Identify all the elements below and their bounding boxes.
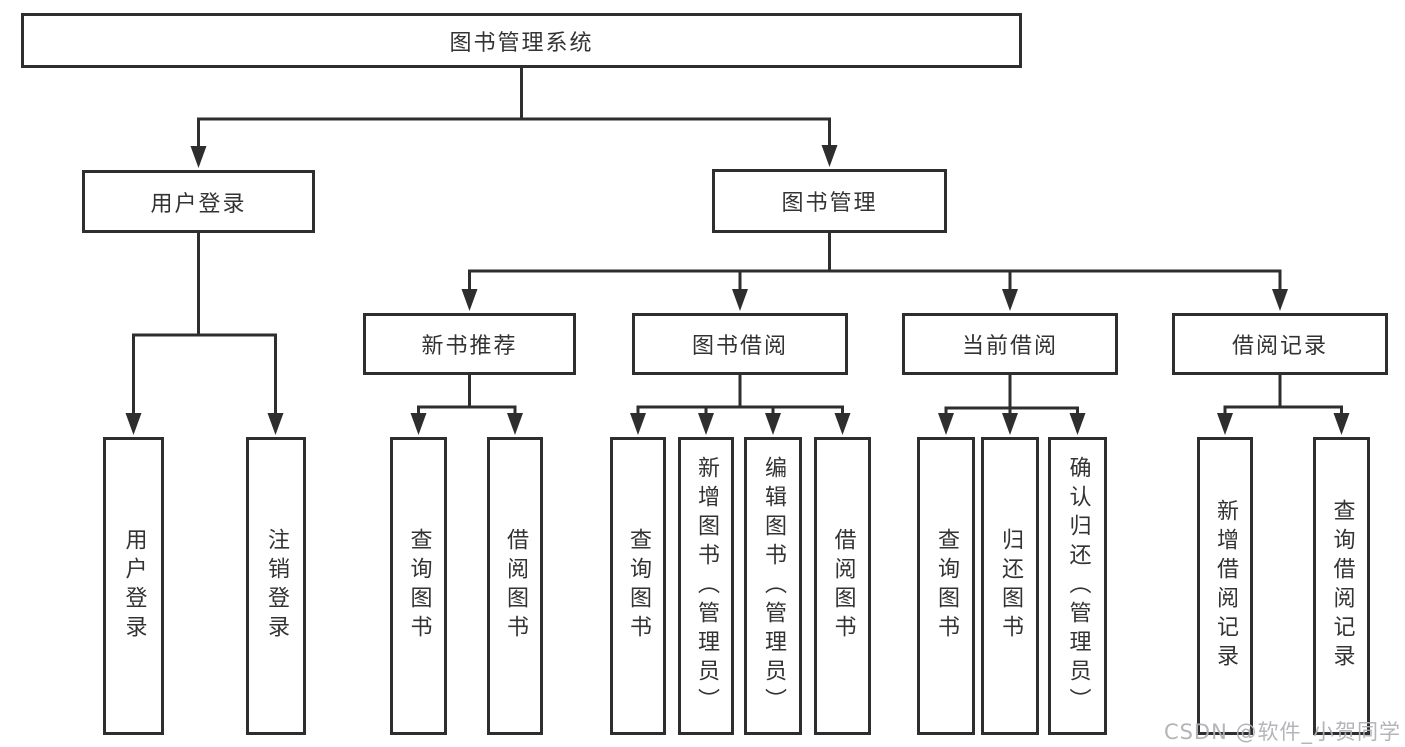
leaf-borrow-books-label: 借阅图书 xyxy=(830,528,856,644)
node-root-label: 图书管理系统 xyxy=(449,30,594,56)
leaf-edit-book-admin: 编辑图书（管理员） xyxy=(744,437,802,735)
node-user-login: 用户登录 xyxy=(82,170,315,233)
node-current-borrowing: 当前借阅 xyxy=(902,313,1118,375)
node-book-borrowing-label: 图书借阅 xyxy=(691,334,788,359)
leaf-confirm-return-admin-label: 确认归还（管理员） xyxy=(1065,455,1091,717)
node-book-management-label: 图书管理 xyxy=(781,191,878,216)
leaf-query-books-recommend: 查询图书 xyxy=(390,437,447,735)
leaf-confirm-return-admin: 确认归还（管理员） xyxy=(1048,437,1107,735)
leaf-query-books-current-label: 查询图书 xyxy=(934,528,959,644)
leaf-edit-book-admin-label: 编辑图书（管理员） xyxy=(761,455,786,717)
leaf-return-books-label: 归还图书 xyxy=(998,528,1023,644)
leaf-borrow-books-recommend-label: 借阅图书 xyxy=(503,528,528,644)
leaf-query-borrow-record-label: 查询借阅记录 xyxy=(1329,499,1355,673)
leaf-query-books-recommend-label: 查询图书 xyxy=(406,528,432,644)
node-user-login-label: 用户登录 xyxy=(150,191,247,217)
leaf-query-books-current: 查询图书 xyxy=(917,437,975,735)
leaf-borrow-books-recommend: 借阅图书 xyxy=(487,437,543,735)
leaf-return-books: 归还图书 xyxy=(981,437,1039,735)
node-new-book-recommend: 新书推荐 xyxy=(363,313,576,375)
leaf-query-books-borrowing: 查询图书 xyxy=(610,437,666,735)
node-borrowing-records: 借阅记录 xyxy=(1172,313,1388,375)
leaf-logout: 注销登录 xyxy=(246,437,306,735)
node-borrowing-records-label: 借阅记录 xyxy=(1231,334,1328,359)
leaf-query-books-borrowing-label: 查询图书 xyxy=(626,528,651,644)
leaf-borrow-books: 借阅图书 xyxy=(814,437,871,735)
leaf-add-borrow-record: 新增借阅记录 xyxy=(1197,437,1253,735)
node-book-borrowing: 图书借阅 xyxy=(632,313,848,375)
leaf-user-login-label: 用户登录 xyxy=(121,528,147,644)
node-new-book-recommend-label: 新书推荐 xyxy=(421,334,518,359)
leaf-add-book-admin-label: 新增图书（管理员） xyxy=(694,455,719,717)
csdn-watermark: CSDN @软件_小贺同学 xyxy=(1163,720,1401,744)
node-book-management: 图书管理 xyxy=(712,169,947,233)
leaf-add-book-admin: 新增图书（管理员） xyxy=(678,437,734,735)
leaf-user-login: 用户登录 xyxy=(103,437,164,735)
leaf-logout-label: 注销登录 xyxy=(264,528,289,644)
node-current-borrowing-label: 当前借阅 xyxy=(961,334,1058,359)
leaf-add-borrow-record-label: 新增借阅记录 xyxy=(1213,499,1238,673)
node-root: 图书管理系统 xyxy=(21,13,1022,68)
leaf-query-borrow-record: 查询借阅记录 xyxy=(1313,437,1370,735)
